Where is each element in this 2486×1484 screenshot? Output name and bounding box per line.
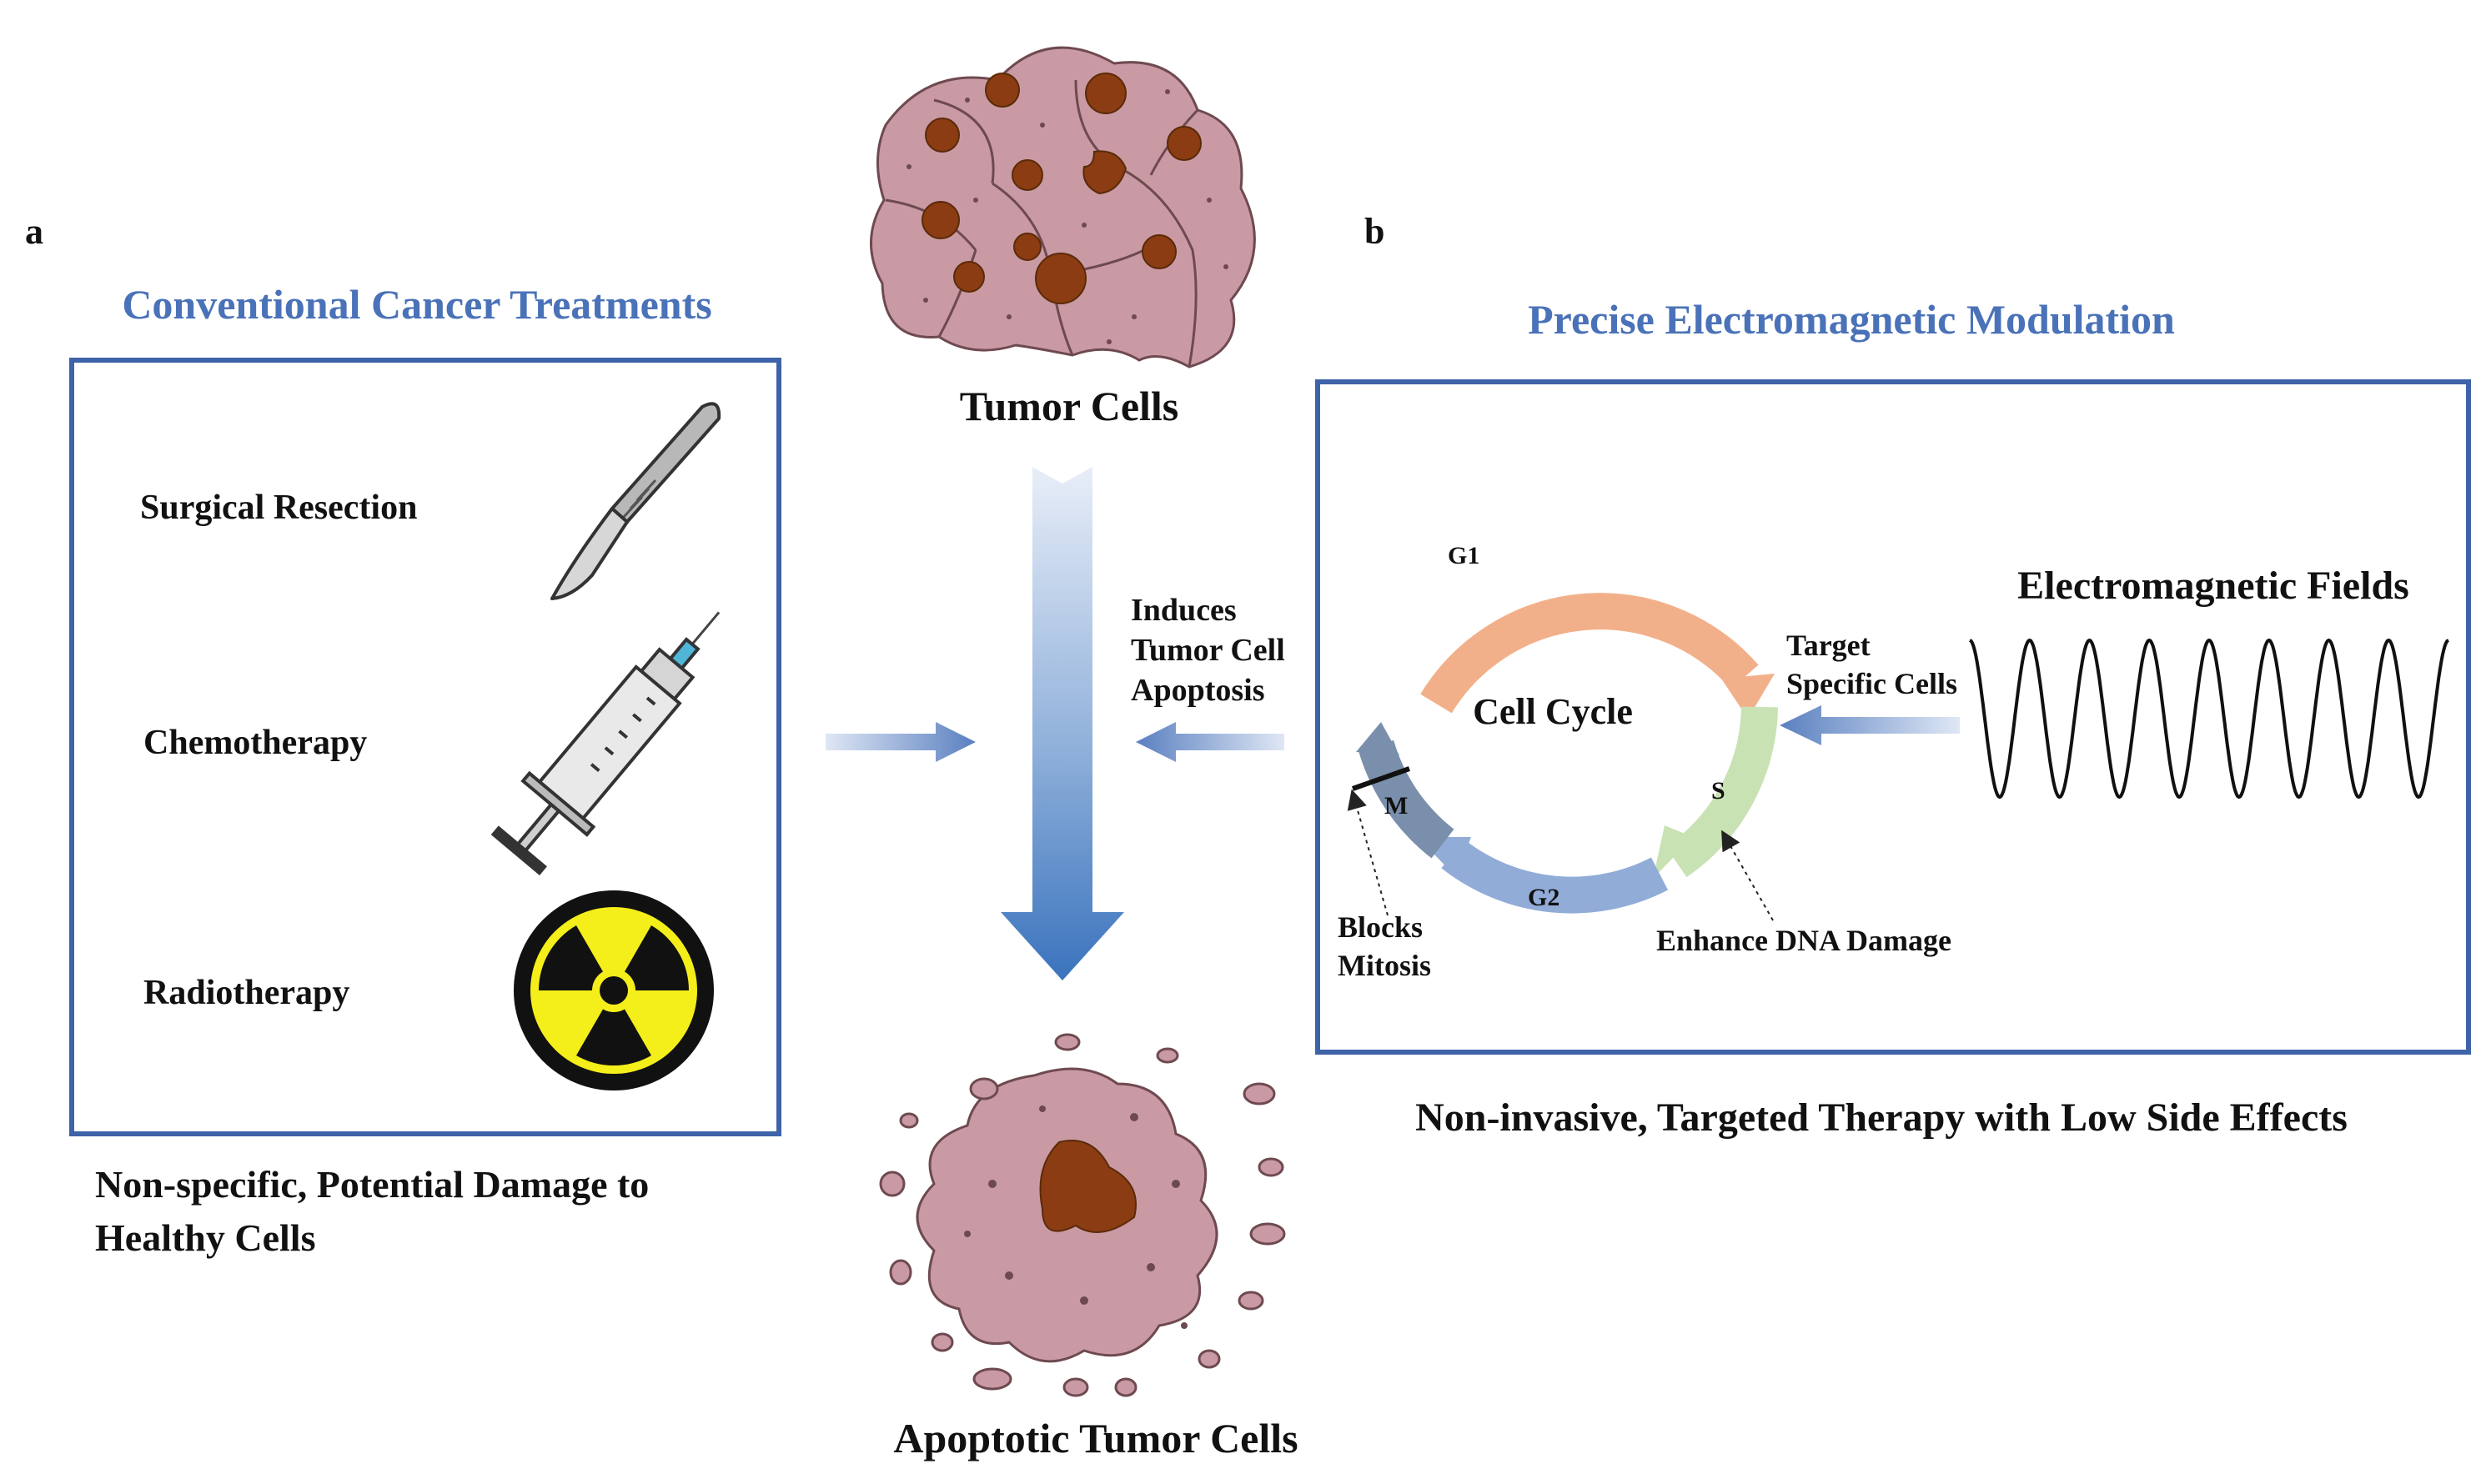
apoptosis-down-arrow [1001,467,1124,980]
panel-a-caption-line2: Healthy Cells [95,1216,315,1259]
cell-cycle-ring [1352,593,1778,914]
target-line2: Specific Cells [1786,667,1957,700]
s-arc [1665,706,1778,878]
cell-cycle-label: Cell Cycle [1473,691,1633,732]
mitosis-block-bar [1352,766,1410,791]
panel-b-box [1315,379,2471,1055]
g1-arrowhead [1721,674,1775,719]
apoptotic-nucleus [1039,1140,1137,1233]
blocks-mitosis-line2: Mitosis [1338,949,1431,982]
blocks-mitosis-pointer [1347,789,1389,916]
panel-a-letter: a [25,211,43,252]
phase-g1-label: G1 [1448,542,1479,569]
syringe-icon [490,611,721,875]
panel-a-caption-line1: Non-specific, Potential Damage to [95,1163,649,1206]
phase-g2-label: G2 [1528,884,1559,911]
apoptotic-speckles [964,1105,1188,1329]
enhance-dna-damage-label: Enhance DNA Damage [1656,924,1951,957]
target-line1: Target [1786,629,1871,662]
electromagnetic-fields-label: Electromagnetic Fields [2017,564,2409,608]
surgical-resection-label: Surgical Resection [140,489,417,527]
panel-a-box [69,358,781,1136]
induces-label-line2: Tumor Cell [1131,633,1285,668]
phase-s-label: S [1711,777,1725,805]
dna-damage-pointer [1721,830,1774,921]
m-arrowhead [1356,722,1399,755]
g1-arc [1420,593,1759,714]
apoptotic-tumor-cells-label: Apoptotic Tumor Cells [893,1415,1298,1461]
tumor-nuclei [922,73,1202,304]
electromagnetic-wave-icon [1969,638,2449,800]
em-to-cell-arrow [1780,705,1960,745]
phase-m-label: M [1384,792,1408,820]
tumor-cells-label: Tumor Cells [960,383,1179,429]
induces-label-line3: Apoptosis [1131,673,1265,708]
blocks-mitosis-line1: Blocks [1338,910,1423,944]
radiation-icon [514,890,714,1090]
left-to-center-arrow [826,722,976,762]
tumor-speckles [907,89,1228,344]
s-arrowhead [1653,825,1693,879]
scalpel-icon [550,402,721,600]
g2-arc [1441,839,1669,914]
chemotherapy-label: Chemotherapy [143,724,367,762]
panel-b-caption: Non-invasive, Targeted Therapy with Low … [1415,1095,2348,1140]
panel-a-title: Conventional Cancer Treatments [122,281,711,328]
m-arc [1358,739,1454,859]
induces-label-line1: Induces [1131,593,1237,628]
right-to-center-arrow [1136,722,1284,762]
panel-b-letter: b [1364,211,1384,252]
radiotherapy-label: Radiotherapy [143,974,349,1012]
panel-b-title: Precise Electromagnetic Modulation [1528,296,2175,343]
